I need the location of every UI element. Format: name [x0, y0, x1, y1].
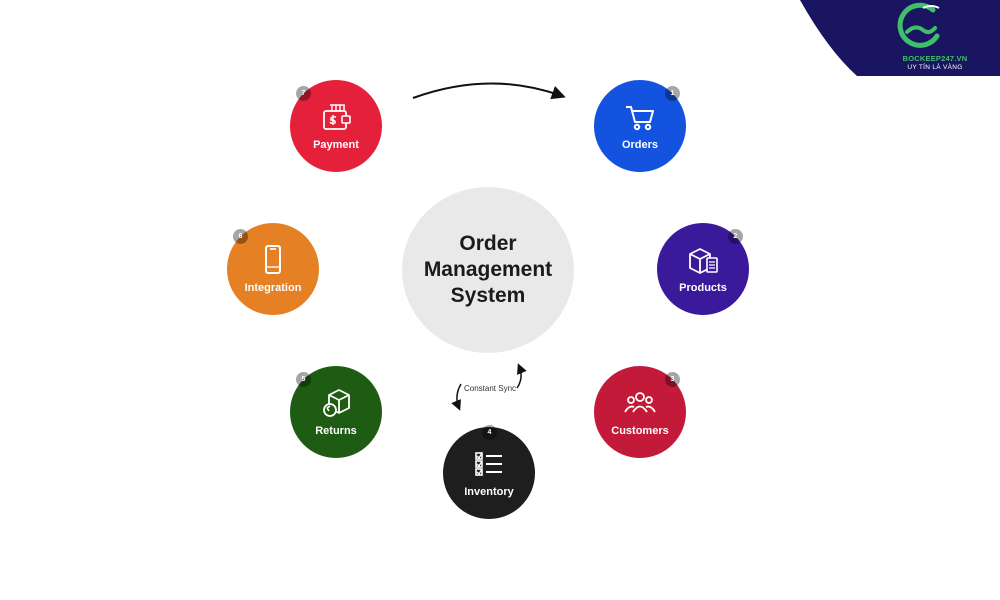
hub-circle: Order Management System [402, 187, 574, 353]
brand-name: BOCKEEP247.VN [902, 54, 968, 63]
node-number: 7 [296, 86, 311, 101]
flow-arrow-payment-to-orders [412, 82, 566, 100]
node-label: Orders [621, 139, 659, 151]
node-label: Inventory [464, 486, 514, 498]
node-label: Customers [611, 425, 669, 437]
package-checklist-icon [689, 248, 718, 274]
node-label: Payment [313, 139, 359, 151]
node-number: 6 [233, 229, 248, 244]
node-products: 2 Products [657, 223, 749, 315]
node-integration: 6 Integration [227, 223, 319, 315]
node-number: 3 [665, 372, 680, 387]
brand-tagline: UY TÍN LÀ VÀNG [907, 64, 963, 71]
node-number: 5 [296, 372, 311, 387]
smartphone-icon [265, 245, 281, 274]
node-payment: 7 Payment [290, 80, 382, 172]
sync-label: Constant Sync [463, 384, 517, 393]
sync-arrow-down [451, 383, 462, 411]
wallet-payment-icon [323, 104, 351, 130]
node-returns: 5 Returns [290, 366, 382, 458]
checklist-icon [475, 452, 502, 476]
node-number: 2 [728, 229, 743, 244]
hub-title: Order Management System [423, 232, 553, 307]
node-label: Integration [244, 282, 302, 294]
return-box-icon [323, 389, 350, 417]
people-group-icon [624, 392, 656, 413]
node-label: Products [679, 282, 727, 294]
shopping-cart-icon [626, 106, 654, 131]
brand-logo [897, 2, 940, 48]
node-number: 1 [665, 86, 680, 101]
sync-arrow-up [516, 363, 527, 389]
node-orders: 1 Orders [594, 80, 686, 172]
node-label: Returns [315, 425, 357, 437]
node-number: 4 [482, 425, 497, 440]
node-inventory: 4 Inventory [443, 425, 535, 519]
node-customers: 3 Customers [594, 366, 686, 458]
